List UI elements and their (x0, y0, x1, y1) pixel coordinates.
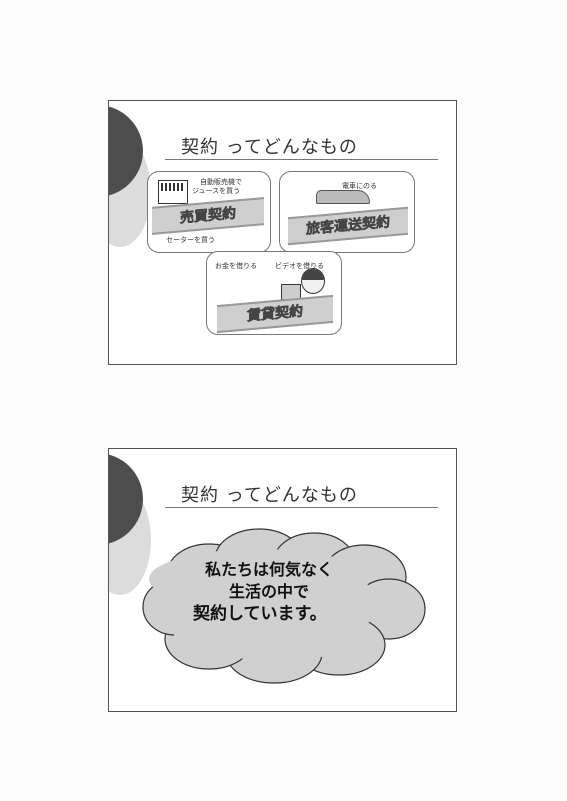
caption-train: 電車にのる (342, 182, 377, 190)
caption-borrow-money: お金を借りる (215, 262, 257, 270)
cloud-line-2: 生活の中で (228, 582, 309, 601)
cloud-line-3: 契約しています。 (193, 604, 327, 624)
slide-title: 契約 ってどんなもの (181, 137, 358, 158)
title-underline (165, 507, 438, 508)
slide-2: 契約 ってどんなもの 私たちは何気なく 生活の中で 契約しています。 (108, 448, 457, 712)
cloud-shape (142, 528, 426, 684)
cloud-line-1: 私たちは何気なく (204, 560, 333, 579)
banner-transport-contract: 旅客運送契約 (288, 206, 408, 246)
slide-1: 契約 ってどんなもの 自動販売機で ジュースを買う 売買契約 セーターを買う 電… (108, 100, 457, 365)
title-underline (165, 159, 438, 160)
sales-contract-box: 自動販売機で ジュースを買う 売買契約 セーターを買う (147, 171, 271, 253)
cloud-message: 私たちは何気なく 生活の中で 契約しています。 (179, 559, 359, 625)
person-icon (301, 268, 325, 294)
caption-borrow-video: ビデオを借りる (275, 262, 324, 270)
caption-vending-1: 自動販売機で (200, 178, 242, 186)
lease-contract-box: お金を借りる ビデオを借りる 賃貸契約 (206, 251, 342, 335)
vending-machine-icon (158, 180, 188, 204)
slide-title: 契約 ってどんなもの (181, 485, 358, 506)
caption-vending-2: ジュースを買う (192, 187, 241, 195)
transport-contract-box: 電車にのる 旅客運送契約 (279, 171, 415, 253)
train-icon (316, 190, 370, 204)
caption-sweater: セーターを買う (166, 236, 215, 244)
banner-lease-contract: 賃貸契約 (217, 294, 333, 334)
